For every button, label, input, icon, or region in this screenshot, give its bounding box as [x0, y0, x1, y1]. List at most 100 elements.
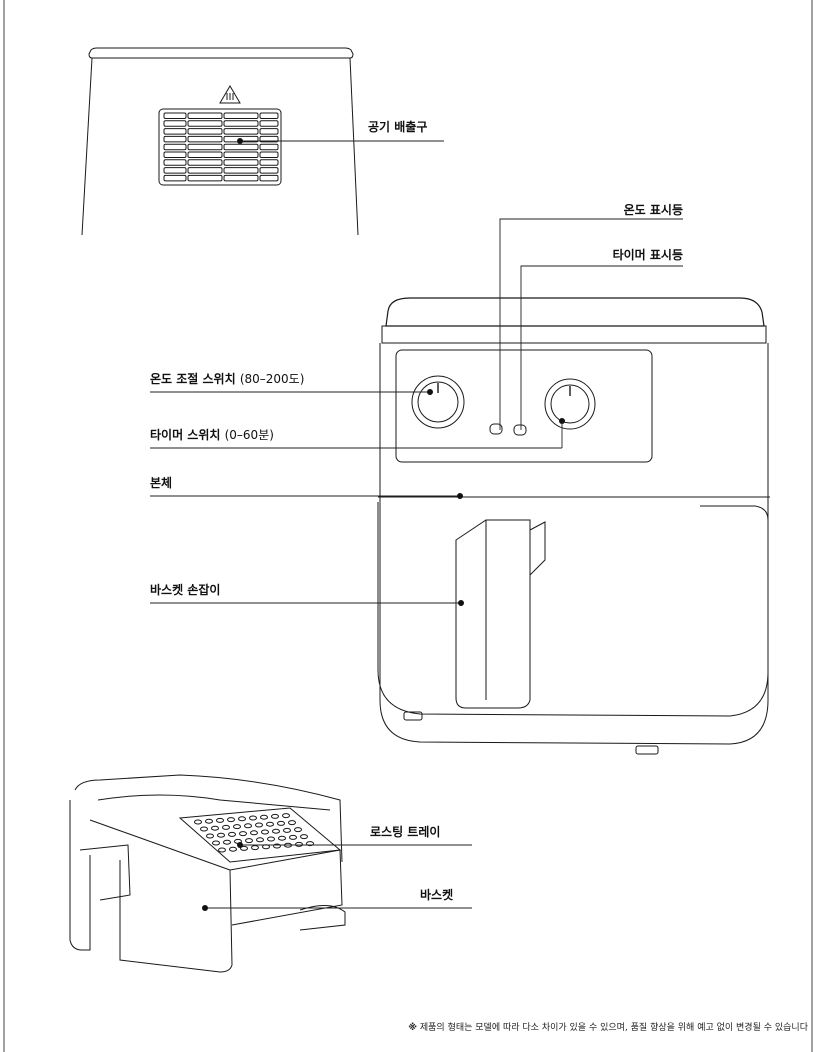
- vent-slot: [223, 120, 259, 127]
- tray-hole: [283, 827, 291, 833]
- tray-hole: [300, 834, 308, 840]
- tray-hole: [288, 820, 296, 826]
- label-roasting-tray: 로스팅 트레이: [370, 825, 441, 839]
- rear-view-drawing: [81, 47, 359, 236]
- tray-hole: [239, 831, 247, 837]
- tray-hole: [266, 821, 274, 827]
- footnote-text: 제품의 형태는 모델에 따라 다소 차이가 있을 수 있으며, 품질 향상을 위…: [419, 1023, 808, 1033]
- dot-temp-switch: [427, 389, 433, 395]
- vent-slot: [187, 159, 223, 166]
- air-fryer-drawing: [377, 297, 770, 755]
- timer-switch-range: (0–60분): [224, 428, 274, 442]
- tray-hole: [289, 834, 297, 840]
- roasting-tray-holes: [194, 813, 314, 853]
- tray-hole: [278, 835, 286, 841]
- tray-hole: [212, 840, 220, 846]
- tray-hole: [250, 830, 258, 836]
- tray-hole: [260, 814, 268, 820]
- vent-slot: [259, 112, 279, 119]
- tray-hole: [277, 820, 285, 826]
- label-basket: 바스켓: [420, 888, 454, 902]
- tray-hole: [240, 845, 248, 851]
- vent-slot: [187, 143, 223, 151]
- vent-slot: [163, 143, 187, 151]
- tray-hole: [238, 816, 246, 822]
- tray-hole: [200, 826, 208, 832]
- vent-slot: [163, 174, 187, 182]
- tray-hole: [244, 823, 252, 829]
- tray-hole: [271, 813, 279, 819]
- tray-hole: [223, 839, 231, 845]
- tray-hole: [282, 813, 290, 819]
- vent-slot: [223, 112, 259, 119]
- vent-slot: [163, 159, 187, 166]
- vent-slot: [259, 167, 279, 174]
- temp-switch-name: 온도 조절 스위치: [150, 372, 236, 386]
- dot-basket-handle: [458, 600, 464, 606]
- tray-hole: [206, 833, 214, 839]
- air-vent-grille: [163, 112, 279, 182]
- label-temp-indicator: 온도 표시등: [623, 203, 683, 217]
- tray-hole: [227, 817, 235, 823]
- vent-slot: [259, 151, 279, 158]
- vent-slot: [163, 151, 187, 158]
- tray-hole: [229, 846, 237, 852]
- vent-slot: [259, 135, 279, 143]
- vent-slot: [223, 174, 259, 182]
- footnote-mark: ※: [408, 1023, 417, 1033]
- tray-hole: [217, 832, 225, 838]
- tray-hole: [233, 824, 241, 830]
- vent-slot: [187, 167, 223, 174]
- basket-drawing: [69, 774, 346, 973]
- vent-slot: [163, 112, 187, 119]
- tray-hole: [256, 837, 264, 843]
- tray-hole: [251, 845, 259, 851]
- vent-slot: [223, 167, 259, 174]
- tray-hole: [261, 829, 269, 835]
- vent-slot: [259, 128, 279, 135]
- tray-hole: [273, 843, 281, 849]
- tray-hole: [222, 824, 230, 830]
- label-basket-handle: 바스켓 손잡이: [150, 583, 221, 597]
- vent-slot: [259, 159, 279, 166]
- dot-roasting-tray: [237, 842, 243, 848]
- tray-hole: [205, 818, 213, 824]
- tray-hole: [245, 838, 253, 844]
- vent-slot: [163, 128, 187, 135]
- tray-hole: [295, 841, 303, 847]
- label-temp-switch: 온도 조절 스위치 (80–200도): [150, 372, 304, 386]
- tray-hole: [211, 825, 219, 831]
- dot-basket: [202, 905, 208, 911]
- leader-temp-indicator: [499, 218, 683, 430]
- vent-slot: [259, 174, 279, 182]
- temp-switch-range: (80–200도): [239, 372, 305, 386]
- vent-slot: [223, 128, 259, 135]
- leader-timer-indicator: [520, 265, 683, 430]
- label-air-vent: 공기 배출구: [368, 120, 428, 134]
- vent-slot: [259, 143, 279, 151]
- tray-hole: [216, 817, 224, 823]
- vent-slot: [187, 151, 223, 158]
- vent-slot: [187, 112, 223, 119]
- vent-slot: [163, 135, 187, 143]
- tray-hole: [267, 836, 275, 842]
- vent-slot: [223, 143, 259, 151]
- vent-slot: [259, 120, 279, 127]
- footnote: ※ 제품의 형태는 모델에 따라 다소 차이가 있을 수 있으며, 품질 향상을…: [300, 1020, 808, 1033]
- vent-slot: [163, 167, 187, 174]
- vent-slot: [163, 120, 187, 127]
- tray-hole: [255, 822, 263, 828]
- vent-slot: [223, 151, 259, 158]
- label-timer-switch: 타이머 스위치 (0–60분): [150, 428, 274, 442]
- vent-slot: [187, 128, 223, 135]
- vent-slot: [187, 120, 223, 127]
- vent-slot: [187, 174, 223, 182]
- tray-hole: [249, 815, 257, 821]
- timer-switch-name: 타이머 스위치: [150, 428, 221, 442]
- dot-air-vent: [237, 138, 243, 144]
- dot-body: [457, 493, 463, 499]
- tray-hole: [194, 819, 202, 825]
- tray-hole: [228, 831, 236, 837]
